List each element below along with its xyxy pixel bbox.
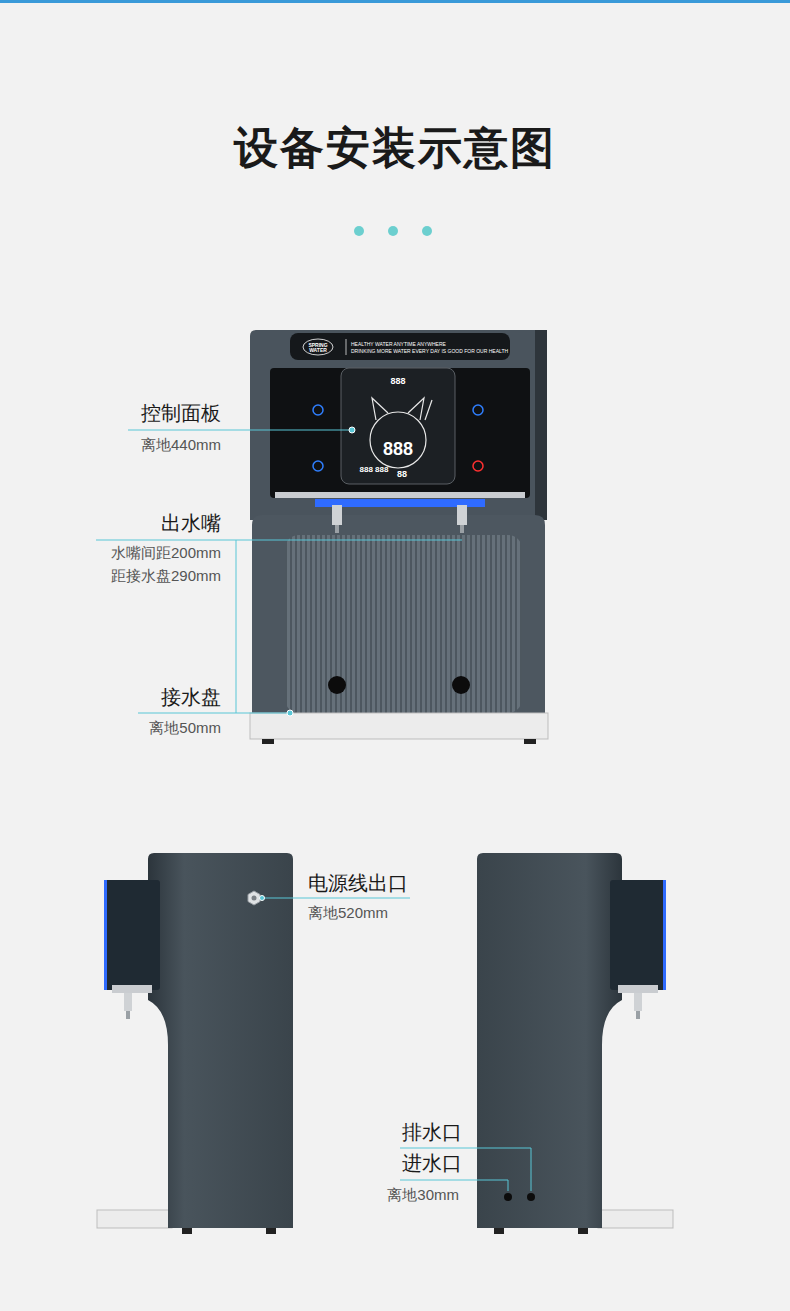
- dimension: 离地50mm: [149, 720, 221, 735]
- right-side-view: [477, 853, 673, 1234]
- dimension: 离地440mm: [141, 437, 221, 452]
- logo-text: SPRING WATER: [306, 343, 330, 353]
- top-rule: [0, 0, 790, 3]
- leader-lines: [96, 430, 462, 713]
- slogan: HEALTHY WATER ANYTIME ANYWHERE: [351, 342, 446, 347]
- display-digits: 88: [397, 470, 407, 479]
- dimension: 水嘴间距200mm: [111, 545, 221, 560]
- display-digits: 888: [390, 377, 405, 386]
- leader-dot: [260, 896, 265, 901]
- dimension: 距接水盘290mm: [111, 568, 221, 583]
- leader-dots: [287, 427, 355, 716]
- dimension: 离地520mm: [308, 905, 388, 920]
- part-name: 出水嘴: [161, 513, 221, 533]
- slogan: DRINKING MORE WATER EVERY DAY IS GOOD FO…: [351, 349, 508, 354]
- page-title: 设备安装示意图: [234, 126, 556, 170]
- part-name: 进水口: [402, 1153, 462, 1173]
- part-name: 接水盘: [161, 687, 221, 707]
- part-name: 电源线出口: [308, 873, 408, 893]
- decor-dots: [354, 226, 432, 236]
- part-name: 控制面板: [141, 403, 221, 423]
- display-digits: 888 888: [360, 466, 389, 474]
- part-name: 排水口: [402, 1122, 462, 1142]
- dimension: 离地30mm: [387, 1187, 459, 1202]
- display-digits: 888: [383, 440, 413, 458]
- front-view: [250, 330, 548, 744]
- left-side-view: [97, 853, 293, 1234]
- leader-lines: [262, 898, 531, 1191]
